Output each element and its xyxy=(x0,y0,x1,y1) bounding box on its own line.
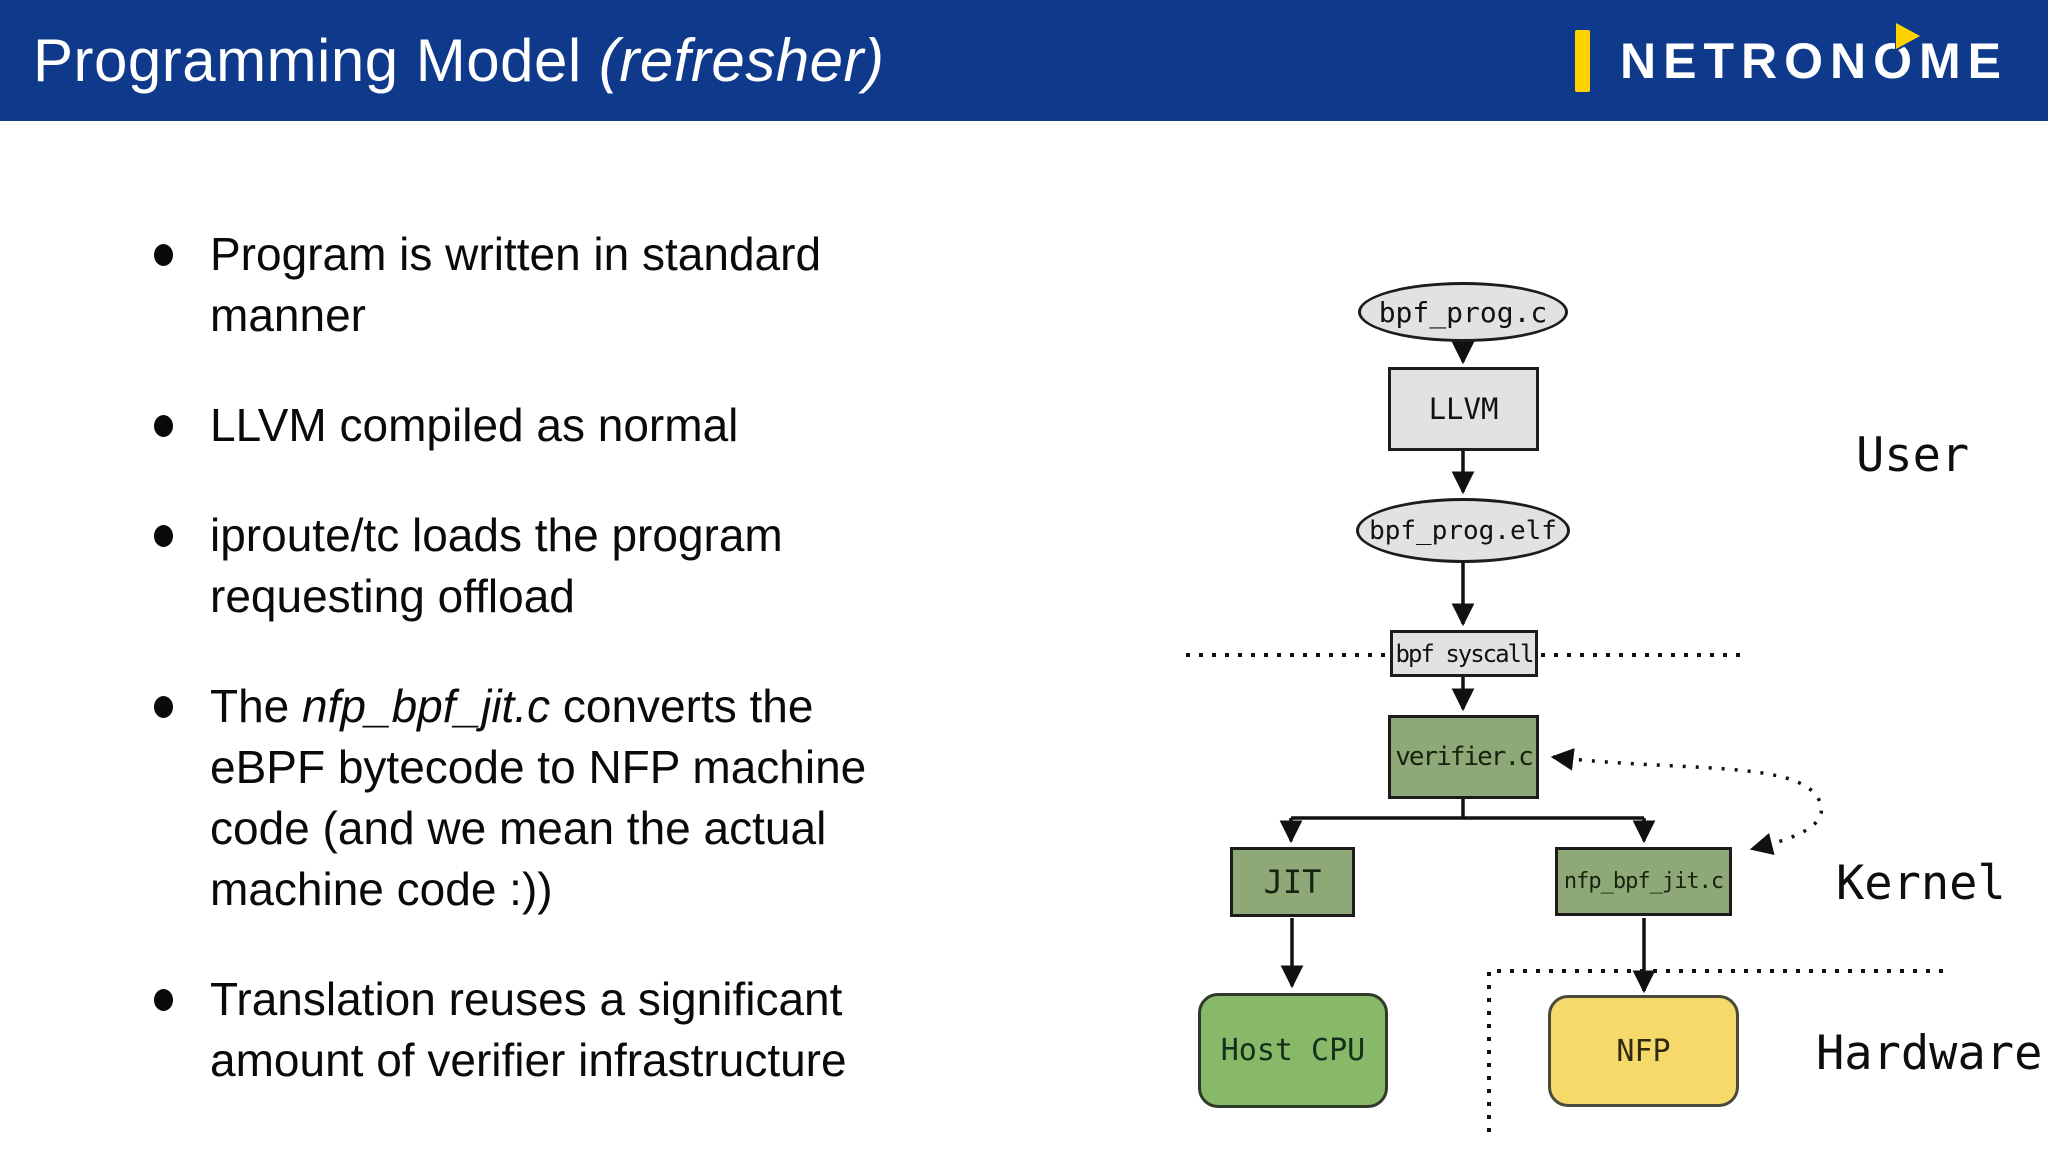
node-bpf-prog-c: bpf_prog.c xyxy=(1358,282,1568,342)
region-label-hardware: Hardware xyxy=(1816,1026,2043,1081)
bullet-text: LLVM compiled as normal xyxy=(210,399,739,451)
bullet-text-pre: The xyxy=(210,680,303,732)
node-nfp: NFP xyxy=(1548,995,1739,1107)
logo-text-left: NETRON xyxy=(1619,32,1874,89)
bullet-text-filename: nfp_bpf_jit.c xyxy=(302,680,551,732)
region-label-kernel: Kernel xyxy=(1836,856,2006,911)
node-label: JIT xyxy=(1263,863,1322,901)
bullet-text-post: converts the eBPF bytecode to NFP machin… xyxy=(210,680,867,915)
bullet-item: The nfp_bpf_jit.c converts the eBPF byte… xyxy=(148,676,1048,920)
page-title: Programming Model (refresher) xyxy=(33,26,884,95)
logo-o-with-play-icon: O xyxy=(1873,17,1925,90)
node-nfp-bpf-jit-c: nfp_bpf_jit.c xyxy=(1555,847,1732,916)
region-label-user: User xyxy=(1856,428,1970,483)
kernel-hardware-boundary xyxy=(1487,969,1948,1132)
node-bpf-prog-elf: bpf_prog.elf xyxy=(1356,498,1570,563)
bullet-item: Program is written in standard manner xyxy=(148,224,1048,346)
node-label: Host CPU xyxy=(1220,1033,1366,1068)
bullet-text: iproute/tc loads the program requesting … xyxy=(210,509,783,622)
logo-play-triangle-icon xyxy=(1896,22,1920,49)
bullet-text: The nfp_bpf_jit.c converts the eBPF byte… xyxy=(210,680,866,915)
bullet-item: iproute/tc loads the program requesting … xyxy=(148,505,1048,627)
bullet-text: Program is written in standard manner xyxy=(210,228,822,341)
node-host-cpu: Host CPU xyxy=(1198,993,1388,1108)
node-label: bpf_prog.elf xyxy=(1369,515,1557,546)
node-label: LLVM xyxy=(1428,392,1499,426)
bullet-list: Program is written in standard manner LL… xyxy=(148,224,1048,1140)
page-title-main: Programming Model xyxy=(33,27,599,94)
bullet-item: Translation reuses a significant amount … xyxy=(148,969,1048,1091)
node-label: NFP xyxy=(1616,1033,1671,1069)
bullet-item: LLVM compiled as normal xyxy=(148,395,1048,456)
node-label: bpf syscall xyxy=(1395,639,1535,668)
node-verifier-c: verifier.c xyxy=(1388,715,1539,799)
edge-verifier-split xyxy=(1291,799,1644,820)
node-jit: JIT xyxy=(1230,847,1355,917)
node-label: bpf_prog.c xyxy=(1378,295,1548,329)
bullet-text: Translation reuses a significant amount … xyxy=(210,973,847,1086)
node-label: verifier.c xyxy=(1395,742,1534,772)
node-llvm: LLVM xyxy=(1388,367,1539,451)
edge-feedback-dotted xyxy=(1550,748,1824,856)
node-bpf-syscall: bpf syscall xyxy=(1390,630,1538,677)
page-title-refresher: (refresher) xyxy=(598,27,885,94)
logo-yellow-bar-icon xyxy=(1574,29,1590,92)
logo-text-right: ME xyxy=(1919,32,2008,89)
node-label: nfp_bpf_jit.c xyxy=(1563,869,1724,894)
